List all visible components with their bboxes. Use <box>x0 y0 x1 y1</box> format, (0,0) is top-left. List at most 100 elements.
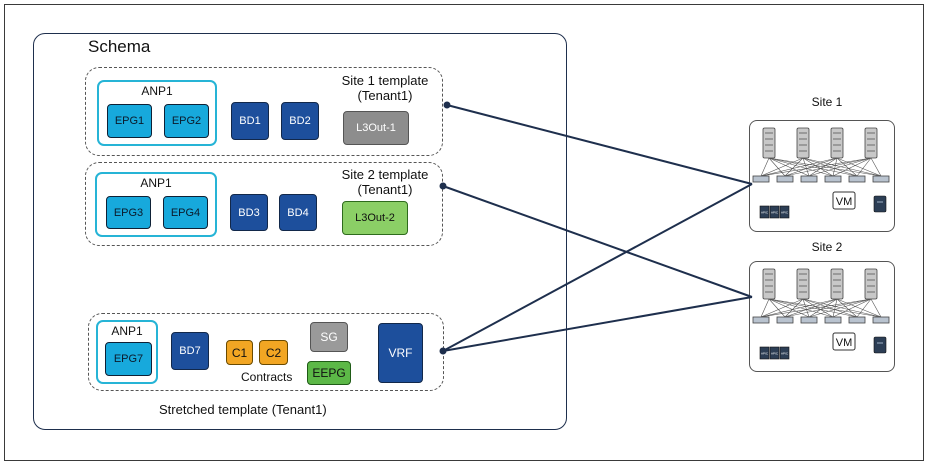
apic-label: APIC <box>771 211 779 215</box>
apic-label: APIC <box>781 352 789 356</box>
leaf-switch-icon <box>752 316 770 324</box>
site2-template <box>85 162 443 246</box>
fabric-link <box>802 157 810 177</box>
fabric-link <box>802 157 834 177</box>
fabric-link <box>768 157 834 177</box>
epg4-box: EPG4 <box>163 196 208 229</box>
apic-controller-icon <box>759 346 770 360</box>
site1-anp-label: ANP1 <box>141 84 173 98</box>
fabric-link <box>784 298 838 318</box>
fabric-link <box>768 157 882 177</box>
apic-label: APIC <box>761 211 769 215</box>
leaf-switch-icon <box>776 316 794 324</box>
server-icon <box>873 336 887 354</box>
spine-switch-icon <box>830 127 844 159</box>
fabric-link <box>808 298 838 318</box>
fabric-link <box>768 298 834 318</box>
fabric-link <box>832 157 872 177</box>
vm-label: VM <box>836 196 853 208</box>
apic-controller-icon <box>769 346 780 360</box>
fabric-link <box>768 298 882 318</box>
site1-title: Site 1 <box>811 95 843 109</box>
site2-anp-label: ANP1 <box>140 176 172 190</box>
fabric-link <box>802 298 834 318</box>
apic-controller-icon <box>769 205 780 219</box>
server-icon <box>873 195 887 213</box>
apic-controller-icon <box>779 205 790 219</box>
spine-switch-icon <box>762 268 776 300</box>
fabric-link <box>768 298 810 318</box>
link-dot-stretched-template <box>439 347 447 355</box>
fabric-link <box>784 157 838 177</box>
leaf-switch-icon <box>776 175 794 183</box>
site1-template-title-line1: Site 1 template <box>341 73 429 88</box>
fabric-link <box>760 157 770 177</box>
fabric-link <box>784 298 804 318</box>
site2-template-title-line2: (Tenant1) <box>357 182 413 197</box>
fabric-link <box>808 298 872 318</box>
site1-template <box>85 67 443 156</box>
leaf-switch-icon <box>872 175 890 183</box>
fabric-link <box>768 157 786 177</box>
fabric-link <box>832 298 872 318</box>
fabric-link <box>784 157 804 177</box>
link-site1template-site1 <box>446 104 753 185</box>
fabric-link <box>760 298 872 318</box>
vm-icon <box>832 191 856 210</box>
fabric-link <box>768 157 810 177</box>
fabric-link <box>768 157 858 177</box>
fabric-link <box>760 157 872 177</box>
apic-controller-icon <box>779 346 790 360</box>
fabric-link <box>802 298 882 318</box>
fabric-link <box>856 298 872 318</box>
fabric-link <box>760 298 838 318</box>
fabric-link <box>836 298 882 318</box>
bd2-box: BD2 <box>281 102 319 140</box>
spine-switch-icon <box>830 268 844 300</box>
site1-anp: ANP1 <box>97 80 217 146</box>
epg7-box: EPG7 <box>105 342 152 376</box>
fabric-link <box>768 298 786 318</box>
bd7-box: BD7 <box>171 332 209 370</box>
fabric-link <box>836 157 882 177</box>
leaf-switch-icon <box>800 316 818 324</box>
schema-container <box>33 33 567 430</box>
bd4-box: BD4 <box>279 194 317 231</box>
stretched-anp-label: ANP1 <box>111 324 143 338</box>
fabric-link <box>870 157 882 177</box>
site1-template-title: Site 1 template (Tenant1) <box>330 73 440 103</box>
leaf-switch-icon <box>848 316 866 324</box>
link-stretched-site1 <box>442 183 753 352</box>
eepg-box: EEPG <box>307 361 351 385</box>
vrf-box: VRF <box>378 323 423 383</box>
fabric-link <box>832 298 838 318</box>
bd3-box: BD3 <box>230 194 268 231</box>
epg2-box: EPG2 <box>164 104 209 138</box>
link-site2template-site2 <box>442 185 753 298</box>
apic-controller-icon <box>759 205 770 219</box>
fabric-link <box>808 157 872 177</box>
spine-switch-icon <box>864 127 878 159</box>
leaf-switch-icon <box>824 316 842 324</box>
fabric-link <box>760 298 770 318</box>
stretched-template-title: Stretched template (Tenant1) <box>159 402 327 417</box>
fabric-link <box>768 298 858 318</box>
contracts-label: Contracts <box>241 370 293 384</box>
spine-switch-icon <box>864 268 878 300</box>
fabric-link <box>760 298 804 318</box>
epg1-box: EPG1 <box>107 104 152 138</box>
fabric-link <box>760 157 804 177</box>
contract-c1-box: C1 <box>226 340 253 365</box>
apic-label: APIC <box>771 352 779 356</box>
fabric-link <box>802 298 810 318</box>
fabric-link <box>802 157 858 177</box>
l3out2-box: L3Out-2 <box>342 201 408 235</box>
fabric-link <box>760 157 838 177</box>
spine-switch-icon <box>762 127 776 159</box>
link-dot-site2-template <box>439 182 447 190</box>
fabric-link <box>802 298 858 318</box>
sg-box: SG <box>310 322 348 352</box>
